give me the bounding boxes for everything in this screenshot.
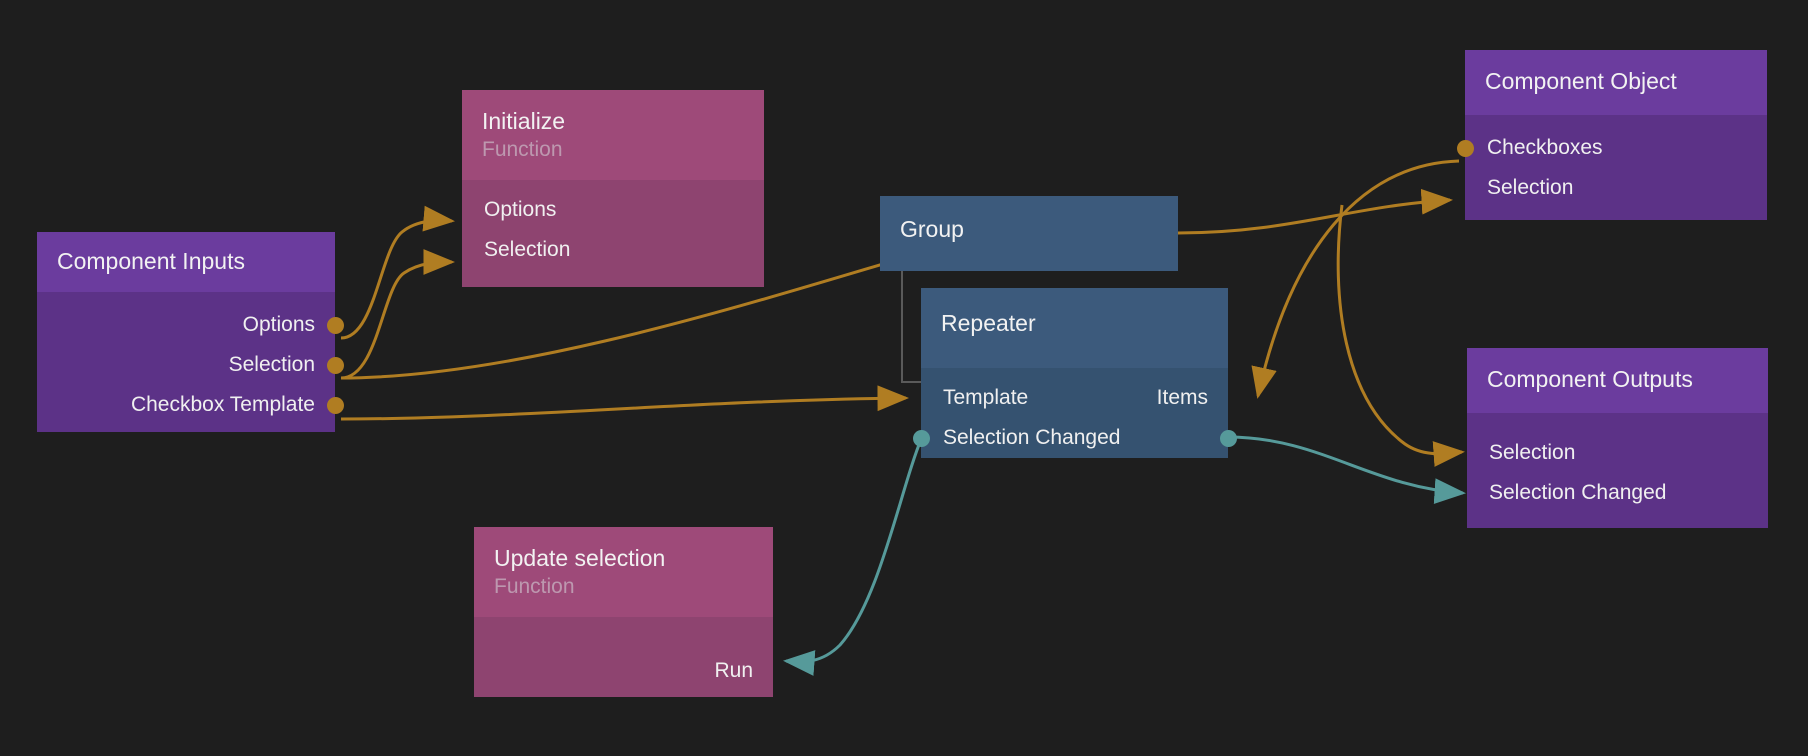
port-dot-object-checkboxes[interactable] (1456, 139, 1474, 157)
node-initialize[interactable]: Initialize Function Options Selection (462, 90, 764, 287)
node-repeater-body: Template Items Selection Changed (912, 368, 1237, 458)
wire-component-object-checkboxes-to-repeater-items (1251, 159, 1460, 399)
node-component-object-title: Component Object (1485, 68, 1677, 94)
node-component-inputs-title: Component Inputs (57, 248, 245, 274)
node-component-outputs[interactable]: Component Outputs Selection Selection Ch… (1467, 348, 1768, 528)
node-repeater-header: Repeater (921, 288, 1228, 368)
wire-inputs-options-to-initialize-options (340, 205, 455, 340)
wire-inputs-checkboxtemplate-to-repeater-template (340, 385, 909, 421)
node-update-selection-title: Update selection (494, 545, 666, 571)
port-label-initialize-selection: Selection (484, 238, 571, 261)
node-initialize-title: Initialize (482, 108, 566, 134)
port-label-object-selection: Selection (1487, 176, 1574, 199)
node-initialize-subtitle: Function (482, 138, 563, 161)
node-component-object-body: Checkboxes Selection (1456, 115, 1767, 220)
node-group-title: Group (900, 216, 964, 242)
port-row-repeater-template-items[interactable]: Template Items (921, 378, 1228, 418)
wire-repeater-to-component-outputs-selection (1336, 204, 1465, 467)
port-row-object-selection[interactable]: Selection (1465, 168, 1767, 208)
port-label-repeater-template: Template (943, 386, 1029, 409)
port-label-repeater-items: Items (1156, 386, 1208, 409)
node-component-outputs-body: Selection Selection Changed (1467, 413, 1768, 528)
wire-repeater-selectionchanged-to-update-run (783, 436, 924, 676)
port-label-initialize-options: Options (484, 198, 557, 221)
node-component-outputs-header: Component Outputs (1467, 348, 1768, 413)
port-row-outputs-selection-changed[interactable]: Selection Changed (1467, 473, 1768, 513)
node-component-object-header: Component Object (1465, 50, 1767, 115)
node-update-selection-subtitle: Function (494, 575, 575, 598)
node-component-object[interactable]: Component Object Checkboxes Selection (1456, 50, 1767, 220)
node-group[interactable]: Group (880, 196, 1178, 271)
wire-inputs-selection-to-initialize-selection (340, 249, 455, 380)
node-update-selection-body: Run (474, 617, 773, 697)
port-row-outputs-selection[interactable]: Selection (1467, 433, 1768, 473)
port-label-selection: Selection (228, 353, 315, 376)
node-repeater[interactable]: Repeater Template Items Selection Change… (912, 288, 1237, 458)
port-label-outputs-selection: Selection (1489, 441, 1576, 464)
port-row-object-checkboxes[interactable]: Checkboxes (1456, 128, 1767, 168)
port-label-outputs-selection-changed: Selection Changed (1489, 481, 1667, 504)
port-label-checkbox-template: Checkbox Template (130, 393, 315, 416)
node-component-inputs-header: Component Inputs (37, 232, 335, 292)
port-row-initialize-selection[interactable]: Selection (462, 230, 764, 270)
port-label-repeater-selection-changed: Selection Changed (943, 426, 1121, 449)
port-row-selection[interactable]: Selection (37, 345, 344, 385)
port-dot-repeater-selection-changed-in[interactable] (912, 429, 930, 447)
port-row-repeater-selection-changed[interactable]: Selection Changed (912, 418, 1237, 458)
port-row-update-run[interactable]: Run (474, 651, 773, 691)
port-row-checkbox-template[interactable]: Checkbox Template (37, 385, 344, 425)
node-group-header: Group (880, 196, 1178, 271)
node-component-inputs-body: Options Selection Checkbox Template (37, 292, 344, 432)
wire-group-to-component-object-selection (1177, 188, 1453, 235)
port-dot-repeater-selection-changed-out[interactable] (1219, 429, 1237, 447)
port-dot-selection[interactable] (326, 356, 344, 374)
node-repeater-title: Repeater (941, 310, 1036, 336)
node-update-selection[interactable]: Update selection Function Run (474, 527, 773, 697)
port-dot-checkbox-template[interactable] (326, 396, 344, 414)
port-label-options: Options (242, 313, 315, 336)
node-component-inputs[interactable]: Component Inputs Options Selection Check… (37, 232, 344, 432)
node-component-outputs-title: Component Outputs (1487, 366, 1693, 392)
node-initialize-header: Initialize Function (462, 90, 764, 180)
wire-repeater-selectionchanged-to-outputs-selectionchanged (1227, 435, 1466, 505)
port-row-options[interactable]: Options (37, 305, 344, 345)
port-label-update-run: Run (714, 659, 753, 682)
node-initialize-body: Options Selection (462, 180, 764, 287)
port-dot-options[interactable] (326, 316, 344, 334)
port-row-initialize-options[interactable]: Options (462, 190, 764, 230)
group-hierarchy-bracket (901, 268, 923, 383)
node-update-selection-header: Update selection Function (474, 527, 773, 617)
port-label-object-checkboxes: Checkboxes (1487, 136, 1603, 159)
